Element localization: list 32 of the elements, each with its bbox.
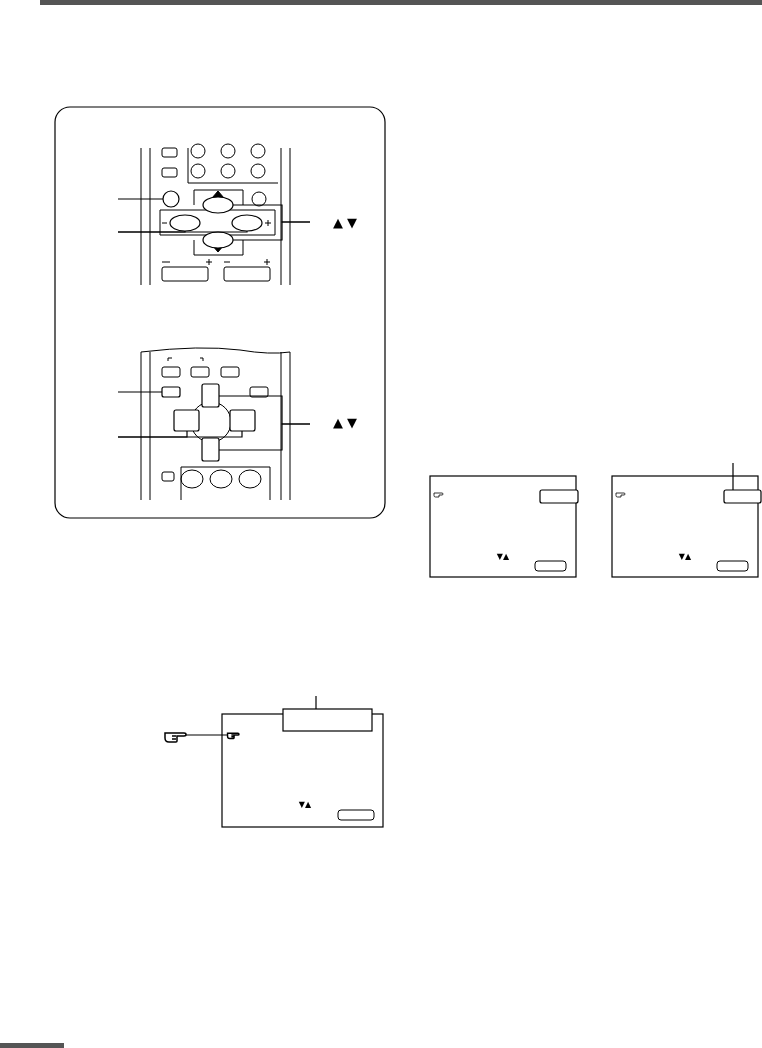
leader-line [117,198,164,200]
arrow-key [201,437,220,462]
leader-line [315,695,317,710]
remote-button [231,214,263,232]
arrow-key [173,409,200,432]
arrow-symbol-label: ▼▲ [678,552,692,561]
highlight-frame [723,489,762,504]
leader-line [218,423,311,451]
leader-line [117,391,163,393]
arrow-key [201,383,220,408]
remote-button [169,214,201,232]
screen-display [611,475,762,578]
remote-button [161,386,181,398]
pointing-hand-icon [226,732,240,740]
arrow-key [229,409,256,432]
leader-line [232,221,311,241]
screen-display [221,713,384,828]
pointing-hand-icon [164,732,187,743]
remote-button [202,231,234,249]
highlight-frame [539,489,579,504]
leader-line [732,462,734,491]
leader-line [117,230,248,233]
leader-line [185,734,228,736]
arrow-symbol-label: ▼▲ [298,800,312,809]
leader-line [117,430,243,438]
remote-button [162,190,180,208]
highlight-frame [282,708,373,732]
screen-display [429,475,579,578]
arrow-symbol-label: ▲ ▼ [332,415,358,430]
arrow-symbol-label: ▲ ▼ [332,215,358,230]
arrow-symbol-label: ▼▲ [496,552,510,561]
remote-button [202,196,234,214]
